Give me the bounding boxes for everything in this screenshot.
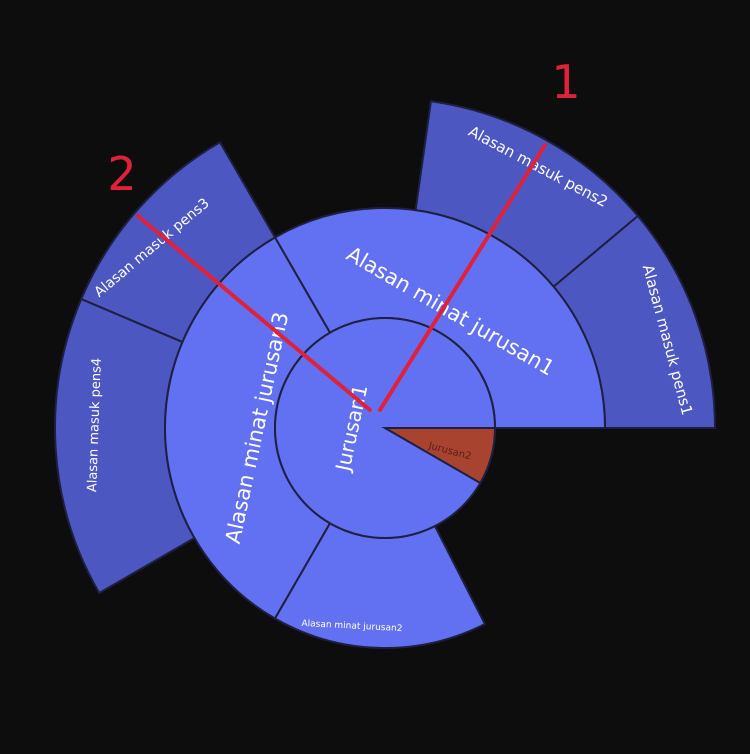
- middle-ring: [163, 207, 607, 649]
- annotation-number-2: 2: [107, 147, 136, 201]
- annotations: 1 2: [107, 55, 581, 412]
- outer-ring: [54, 100, 717, 595]
- annotation-line-1: [378, 143, 547, 412]
- ring3-label-pens4: Alasan masuk pens4: [85, 358, 105, 493]
- center-ring: [274, 317, 497, 539]
- annotation-number-1: 1: [551, 55, 580, 109]
- annotation-line-2: [136, 214, 372, 412]
- highlight-slice-jurusan2[interactable]: [381, 427, 497, 485]
